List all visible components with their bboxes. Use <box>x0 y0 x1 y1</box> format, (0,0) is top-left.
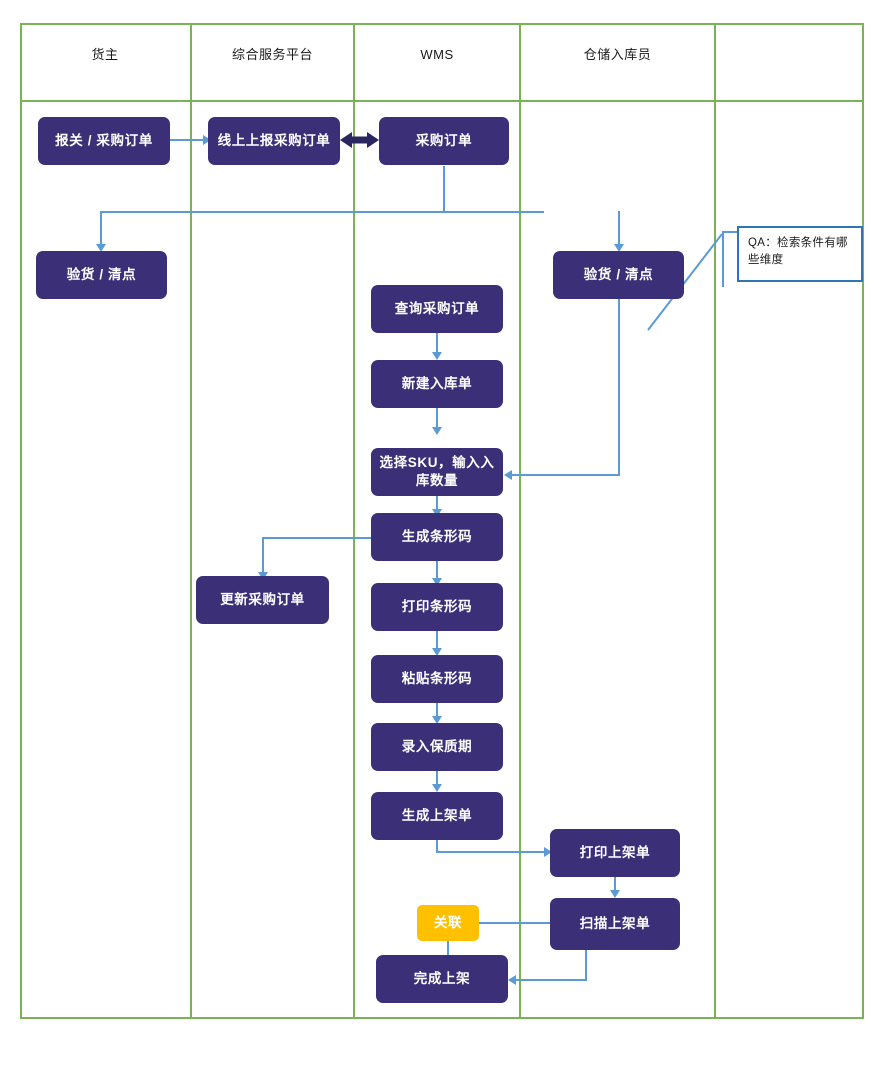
lane-title-warehouse: 仓储入库员 <box>583 47 652 62</box>
note-qa-search-conditions: QA：检索条件有哪些维度 <box>737 226 863 282</box>
edge-n3-stem <box>443 166 445 212</box>
node-dayin-shangjia-dan[interactable]: 打印上架单 <box>550 829 680 877</box>
edge-n3-n4-head <box>96 244 106 252</box>
edge-n17-n18-line <box>447 941 449 960</box>
edge-n11-n12-line <box>436 631 438 653</box>
node-zhantie-tiaoxingma[interactable]: 粘贴条形码 <box>371 655 503 703</box>
edge-n1-n2-head <box>203 135 211 145</box>
edge-n13-n14-line <box>436 771 438 787</box>
edge-n9-n11-head <box>432 578 442 586</box>
lane-divider-3 <box>519 23 521 1019</box>
edge-n7-n8-head <box>432 427 442 435</box>
node-dayin-tiaoxingma[interactable]: 打印条形码 <box>371 583 503 631</box>
node-xianshang-shangbao-caigou-dingdan[interactable]: 线上上报采购订单 <box>208 117 340 165</box>
edge-n13-n14-head <box>432 784 442 792</box>
swimlane-frame <box>20 23 864 1019</box>
note-bracket <box>722 231 724 287</box>
node-caigou-dingdan[interactable]: 采购订单 <box>379 117 509 165</box>
edge-n16-n18-head <box>508 975 516 985</box>
note-bracket-top <box>722 231 738 233</box>
edge-n16-n18-drop <box>585 950 587 980</box>
edge-n12-n13-head <box>432 716 442 724</box>
edge-n14-n15-head <box>544 847 552 857</box>
edge-n16-n17-line <box>479 922 551 924</box>
lane-title-shipper: 货主 <box>91 47 119 62</box>
edge-n7-n8-line <box>436 408 438 430</box>
node-xuanze-sku-shuru-ruku-shuliang[interactable]: 选择SKU，输入入库数量 <box>371 448 503 496</box>
edge-n6-n7-line <box>436 333 438 355</box>
lane-title-wms: WMS <box>420 47 454 62</box>
lane-divider-4 <box>714 23 716 1019</box>
edge-n3-n5-drop <box>618 211 620 247</box>
node-shengcheng-tiaoxingma[interactable]: 生成条形码 <box>371 513 503 561</box>
lane-header-rule <box>20 100 864 102</box>
edge-n14-n15-drop <box>436 840 438 853</box>
edge-n9-n10-drop <box>262 537 264 575</box>
edge-n9-n10-line <box>262 537 372 539</box>
node-chaxun-caigou-dingdan[interactable]: 查询采购订单 <box>371 285 503 333</box>
edge-n15-n16-line <box>614 877 616 891</box>
node-luru-baozhiqi[interactable]: 录入保质期 <box>371 723 503 771</box>
edge-n16-n18-line <box>516 979 587 981</box>
node-shengcheng-shangjia-dan[interactable]: 生成上架单 <box>371 792 503 840</box>
node-baoguan-caigou-dingdan[interactable]: 报关 / 采购订单 <box>38 117 170 165</box>
edge-n5-n8-line <box>512 474 620 476</box>
node-gengxin-caigou-dingdan[interactable]: 更新采购订单 <box>196 576 329 624</box>
node-xinjian-ruku-dan[interactable]: 新建入库单 <box>371 360 503 408</box>
edge-n1-n2-line <box>170 139 206 141</box>
node-guanlian[interactable]: 关联 <box>417 905 479 941</box>
edge-n3-n4-drop <box>100 211 102 247</box>
lane-divider-2 <box>353 23 355 1019</box>
edge-n5-n8-drop <box>618 299 620 475</box>
node-saomiao-shangjia-dan[interactable]: 扫描上架单 <box>550 898 680 950</box>
edge-n5-n8-head <box>504 470 512 480</box>
lane-title-platform: 综合服务平台 <box>231 47 313 62</box>
node-wancheng-shangjia[interactable]: 完成上架 <box>376 955 508 1003</box>
edge-n14-n15-line <box>436 851 546 853</box>
edge-n3-n5-head <box>614 244 624 252</box>
edge-n3-split <box>100 211 544 213</box>
edge-n6-n7-head <box>432 352 442 360</box>
edge-n15-n16-head <box>610 890 620 898</box>
edge-n12-n13-line <box>436 703 438 719</box>
edge-n11-n12-head <box>432 648 442 656</box>
lane-divider-1 <box>190 23 192 1019</box>
node-yanhuo-qingdian-shipper[interactable]: 验货 / 清点 <box>36 251 167 299</box>
edge-n8-n9-line <box>436 496 438 518</box>
edge-n9-n11-line <box>436 561 438 583</box>
node-yanhuo-qingdian-warehouse[interactable]: 验货 / 清点 <box>553 251 684 299</box>
